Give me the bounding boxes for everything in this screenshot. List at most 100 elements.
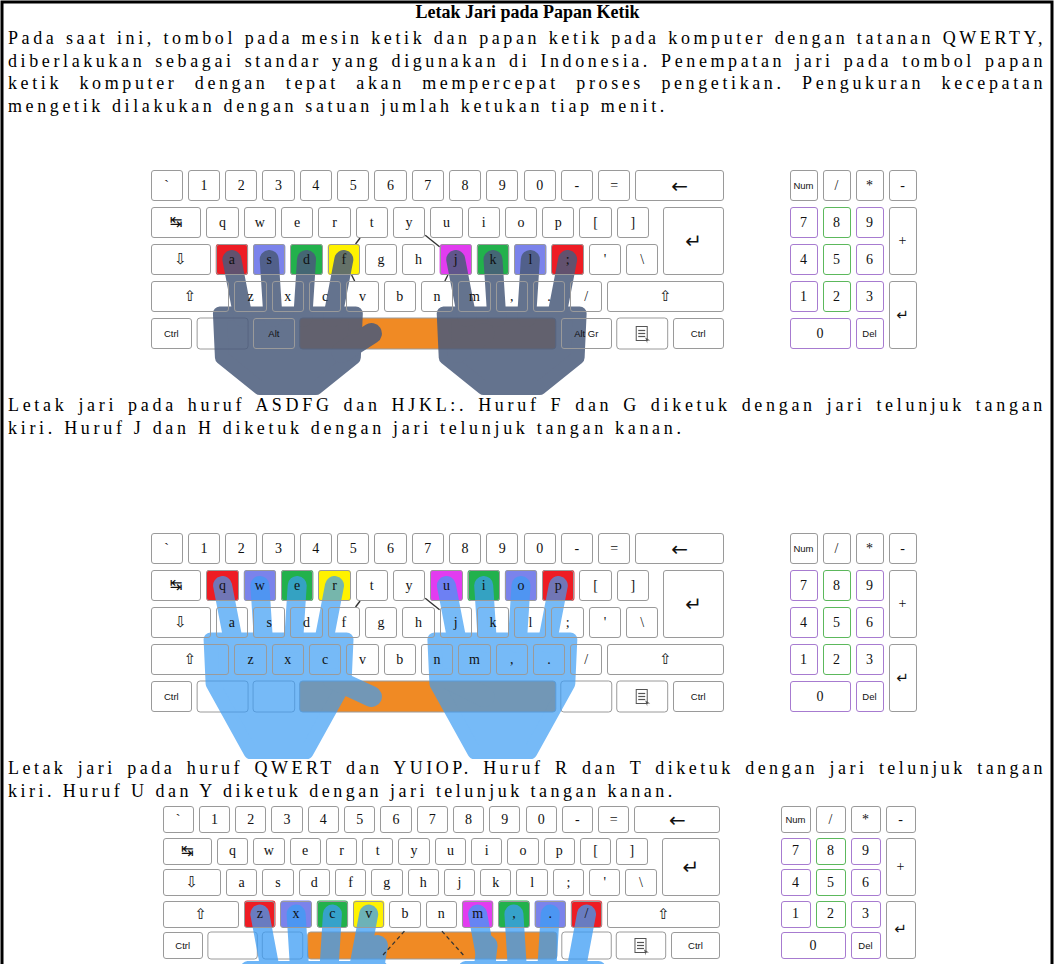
key-face (889, 533, 917, 564)
key-label: k (490, 616, 497, 630)
keyboard-key: ← (635, 170, 723, 201)
keyboard-key: ` (151, 533, 183, 564)
keyboard-key: u (430, 570, 462, 601)
key-label: ↹ (181, 844, 194, 859)
keyboard-key: v (346, 281, 378, 312)
keyboard-key: i (471, 838, 502, 865)
key-face (337, 533, 369, 564)
keyboard-key: Del (851, 932, 881, 959)
key-label: 9 (501, 813, 508, 827)
key-label: w (255, 216, 265, 230)
key-label: 0 (536, 179, 543, 193)
menu-icon-line (638, 333, 645, 334)
key-label: q (229, 844, 236, 858)
keyboard-key: o (507, 838, 538, 865)
keyboard-key: / (823, 170, 851, 201)
key-face (856, 318, 884, 349)
key-label: - (575, 813, 580, 827)
key-face (384, 644, 416, 675)
key-label: Del (862, 329, 876, 339)
keyboard-key: ⇩ (151, 607, 211, 638)
keyboard-key: m (458, 281, 490, 312)
keyboard-key: Ctrl (673, 318, 724, 349)
keyboard-key: j (440, 607, 472, 638)
key-face (607, 901, 720, 928)
key-face (471, 838, 502, 865)
key-label: ↵ (896, 308, 909, 323)
key-label: * (866, 542, 873, 556)
key-label: c (329, 907, 335, 921)
keyboard-key: o (505, 207, 537, 238)
key-face (318, 207, 350, 238)
key-label: [ (593, 216, 598, 230)
key-face (617, 681, 668, 712)
key-label: s (266, 253, 271, 267)
key-face (271, 806, 302, 833)
key-face (262, 170, 294, 201)
key-face (308, 806, 339, 833)
key-face (426, 901, 457, 928)
key-face (380, 806, 411, 833)
keyboard-key: * (851, 806, 881, 833)
hand-thumb (342, 334, 372, 353)
keyboard-key: 2 (823, 281, 851, 312)
keyboard-key: ⇩ (163, 869, 222, 896)
key-face (505, 207, 537, 238)
keyboard-key: ↵ (663, 570, 723, 638)
key-label: Ctrl (691, 692, 706, 702)
keyboard-key: i (468, 570, 500, 601)
key-face (781, 932, 846, 959)
key-face (851, 838, 881, 865)
key-label: 3 (275, 542, 282, 556)
key-label: r (332, 216, 337, 230)
keyboard-key: 4 (300, 170, 332, 201)
key-label: / (585, 907, 589, 921)
key-face (151, 170, 183, 201)
key-label: 8 (462, 542, 469, 556)
menu-icon-pointer (645, 701, 650, 707)
key-label: t (370, 579, 374, 593)
key-face (412, 170, 444, 201)
key-face (856, 244, 884, 275)
key-label: 0 (538, 813, 545, 827)
key-face (562, 806, 593, 833)
key-face (856, 533, 884, 564)
keyboard-key: - (562, 806, 593, 833)
key-label: 3 (284, 813, 291, 827)
keyboard-key: 4 (781, 869, 811, 896)
keyboard-key: 7 (417, 806, 448, 833)
keyboard-key: m (458, 644, 490, 675)
keyboard-key: Del (856, 681, 884, 712)
key-face (889, 170, 917, 201)
keyboard-key: m (462, 901, 493, 928)
keyboard-key: 2 (235, 806, 266, 833)
key-label: ; (566, 616, 570, 630)
keyboard-key: ; (551, 244, 583, 275)
keyboard-key: ] (616, 838, 647, 865)
key-face (163, 869, 222, 896)
key-label: 0 (810, 939, 817, 953)
keyboard-key: 9 (486, 533, 518, 564)
key-label: ↹ (170, 215, 183, 230)
key-face (856, 644, 884, 675)
keyboard-key: ⇧ (151, 644, 230, 675)
keyboard-key: 7 (781, 838, 811, 865)
key-label: a (229, 253, 235, 267)
keyboard-key: 3 (271, 806, 302, 833)
key-label: , (510, 290, 514, 304)
key-face (561, 170, 593, 201)
key-label: q (219, 579, 226, 593)
keyboard-key: 3 (262, 533, 294, 564)
key-label: = (610, 179, 618, 193)
key-face (356, 207, 388, 238)
key-label: Ctrl (688, 941, 703, 951)
key-label: . (548, 907, 552, 921)
key-label: u (443, 216, 450, 230)
key-label: 3 (275, 179, 282, 193)
keyboard-key: g (365, 607, 397, 638)
keyboard-key: n (421, 644, 453, 675)
keyboard-key: k (480, 869, 511, 896)
page-title: Letak Jari pada Papan Ketik (0, 1, 1055, 23)
key-face (625, 869, 656, 896)
key-face (851, 806, 881, 833)
